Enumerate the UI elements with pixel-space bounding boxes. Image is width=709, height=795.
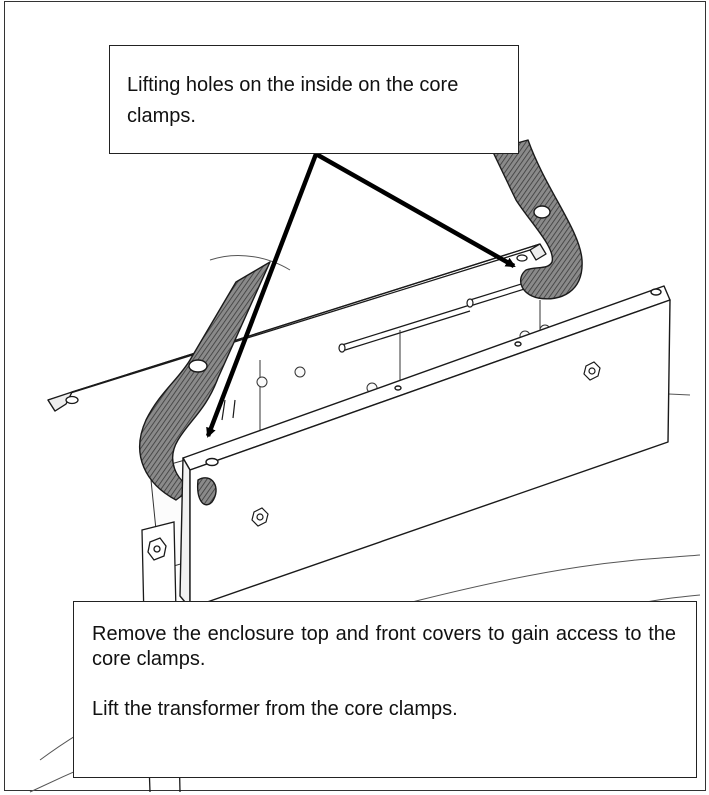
lifting-holes-callout: Lifting holes on the inside on the core … [109, 45, 519, 154]
lifting-hole-front-left [205, 457, 219, 467]
remove-covers-instruction: Remove the enclosure top and front cover… [92, 623, 676, 670]
lifting-hole-rear-left [65, 395, 79, 405]
arrow-to-left-hole [205, 153, 319, 438]
lifting-hole-rear-right [516, 254, 528, 262]
lifting-hole-front-right [650, 288, 662, 296]
sling-eye-right [533, 205, 551, 219]
lifting-sling-left [138, 261, 271, 501]
lifting-holes-text: Lifting holes on the inside on the core … [127, 74, 459, 127]
spacer-rods [221, 271, 561, 421]
lift-transformer-instruction: Lift the transformer from the core clamp… [92, 698, 458, 720]
front-core-clamp [179, 285, 671, 609]
instructions-callout: Remove the enclosure top and front cover… [73, 601, 697, 778]
rear-core-clamp [47, 243, 547, 412]
callout-arrows [205, 152, 516, 438]
arrow-to-right-hole [314, 152, 516, 268]
sling-eye-left [188, 359, 208, 373]
lifting-sling-right [491, 139, 583, 300]
clamp-bolts [251, 361, 601, 527]
